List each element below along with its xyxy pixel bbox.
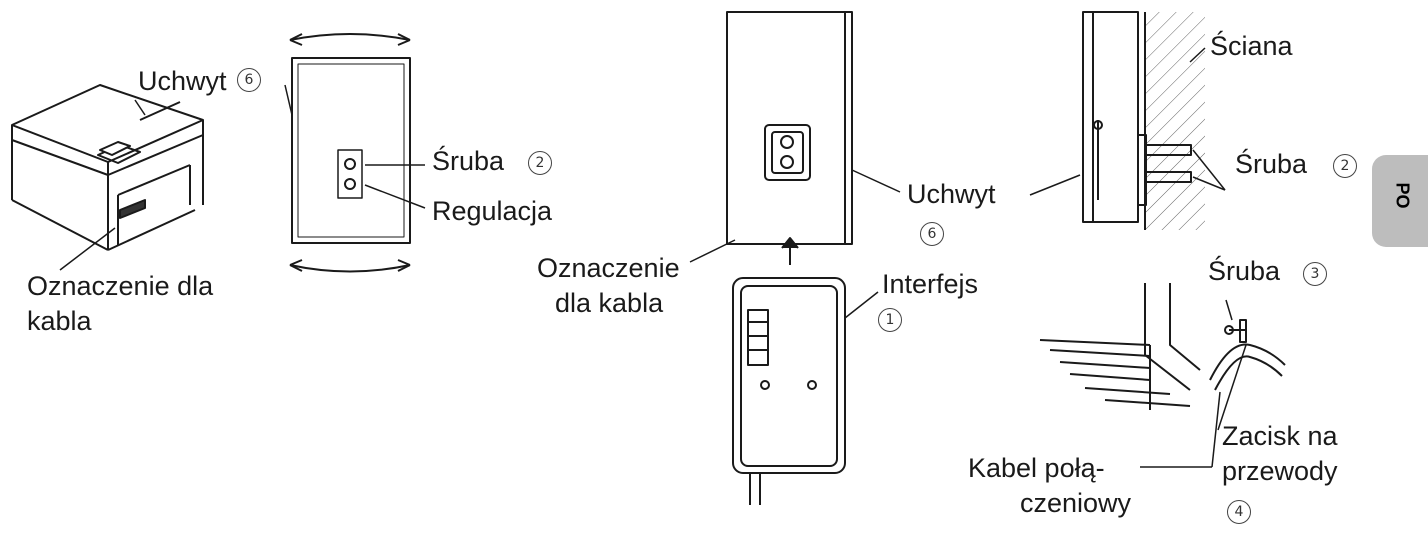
sruba-number-right: 2 — [1333, 154, 1357, 178]
regulacja-label: Regulacja — [432, 196, 553, 226]
interfejs-number: 1 — [878, 308, 902, 332]
oznaczenie-label-left-line1: Oznaczenie dla — [27, 271, 214, 301]
language-tab: PO — [1372, 155, 1428, 247]
uchwyt-label-center: Uchwyt — [907, 179, 996, 209]
holder-center-drawing — [726, 11, 853, 265]
zacisk-label-line2: przewody — [1222, 456, 1338, 486]
holder-front-drawing — [289, 33, 411, 273]
zacisk-label-line1: Zacisk na — [1222, 421, 1338, 451]
interface-unit-drawing — [732, 277, 846, 505]
sruba-label-lower: Śruba — [1208, 256, 1281, 286]
oznaczenie-label-center-line1: Oznaczenie — [537, 253, 680, 283]
sruba-number-lower: 3 — [1303, 262, 1327, 286]
wall-mount-drawing — [1082, 11, 1205, 230]
zacisk-number: 4 — [1227, 500, 1251, 524]
uchwyt-number-left: 6 — [237, 68, 261, 92]
uchwyt-number-center: 6 — [920, 222, 944, 246]
kabel-label-line1: Kabel połą- — [968, 453, 1105, 483]
cable-clamp-drawing — [1039, 283, 1286, 410]
sruba-number-mid: 2 — [528, 151, 552, 175]
holder-perspective-drawing — [11, 84, 204, 251]
interfejs-label: Interfejs — [882, 269, 979, 299]
oznaczenie-label-left-line2: kabla — [27, 306, 92, 336]
sciana-label: Ściana — [1210, 31, 1293, 61]
sruba-label-mid: Śruba — [432, 146, 505, 176]
oznaczenie-label-center-line2: dla kabla — [555, 288, 664, 318]
uchwyt-label-left: Uchwyt — [138, 66, 227, 96]
sruba-label-right: Śruba — [1235, 149, 1308, 179]
kabel-label-line2: czeniowy — [1020, 488, 1132, 518]
language-tab-label: PO — [1392, 182, 1413, 209]
